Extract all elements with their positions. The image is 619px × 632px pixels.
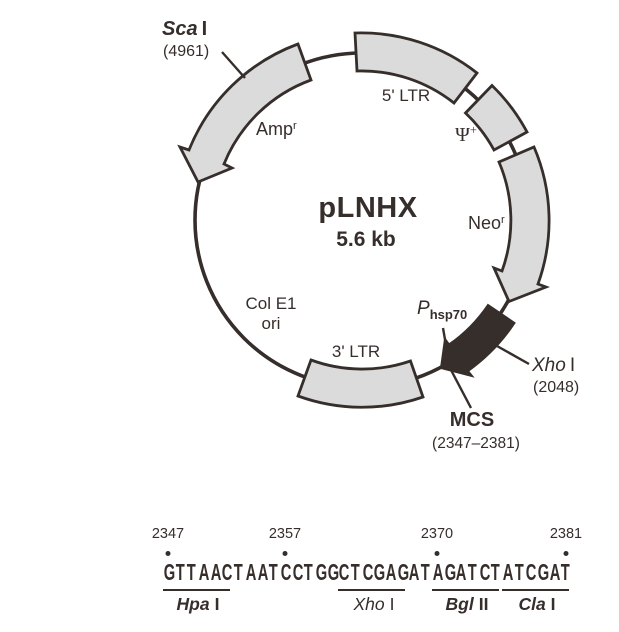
scai-enzyme-name: Sca (162, 18, 198, 40)
five-ltr-label: 5' LTR (381, 86, 431, 105)
seq-position-2347: 2347 (151, 526, 185, 542)
ampr-sup: r (293, 119, 297, 132)
ampr-arrow-segment (177, 42, 313, 184)
plasmid-size: 5.6 kb (336, 228, 396, 251)
seq-segment-spacer2: AT (409, 560, 430, 586)
scai-callout-line (221, 51, 246, 79)
psi-segment (463, 83, 529, 152)
phsp70-sub: hsp70 (429, 306, 468, 322)
neor-arrow-segment (491, 145, 551, 304)
neor-sup: r (501, 213, 505, 226)
col-e1-ori-label: Col E1 ori (245, 294, 296, 333)
phsp70-callout-line (441, 327, 452, 369)
col-e1-line: Col E1 (245, 294, 297, 313)
phsp70-promoter-arrow (439, 303, 516, 378)
phsp70-label: Phsp70 (417, 298, 468, 322)
seq-position-2357: 2357 (268, 526, 302, 542)
phsp70-p: P (417, 298, 430, 319)
neor-label: Neor (468, 214, 505, 233)
mcs-callout-line (449, 369, 473, 409)
scai-roman: I (201, 18, 208, 40)
three-ltr-segment (296, 358, 425, 409)
psi-label: Ψ+ (455, 123, 477, 146)
three-ltr-label: 3' LTR (331, 342, 381, 361)
mcs-range-label: (2347–2381) (432, 435, 520, 452)
xhoi-roman: I (569, 355, 576, 376)
position-marker-dot (563, 551, 569, 556)
position-marker-dot (282, 551, 288, 556)
psi-sup: + (469, 123, 477, 138)
position-marker-dot (434, 551, 440, 556)
ampr-text: Amp (256, 119, 294, 139)
ampr-label: Ampr (256, 120, 297, 139)
five-ltr-segment (353, 31, 479, 105)
mcs-label: MCS (449, 409, 495, 431)
xhoi-callout-line (496, 344, 530, 366)
plasmid-name: pLNHX (318, 192, 418, 224)
seq-position-2370: 2370 (420, 526, 454, 542)
xhoi-enzyme-name: Xho (532, 355, 566, 376)
xhoi-position-label: (2048) (533, 379, 580, 396)
neor-text: Neo (468, 213, 502, 233)
psi-glyph: Ψ (455, 124, 470, 146)
ori-line: ori (261, 313, 281, 333)
scai-position-label: (4961) (163, 43, 210, 60)
position-marker-dot (165, 551, 171, 556)
seq-position-2381: 2381 (549, 526, 583, 542)
